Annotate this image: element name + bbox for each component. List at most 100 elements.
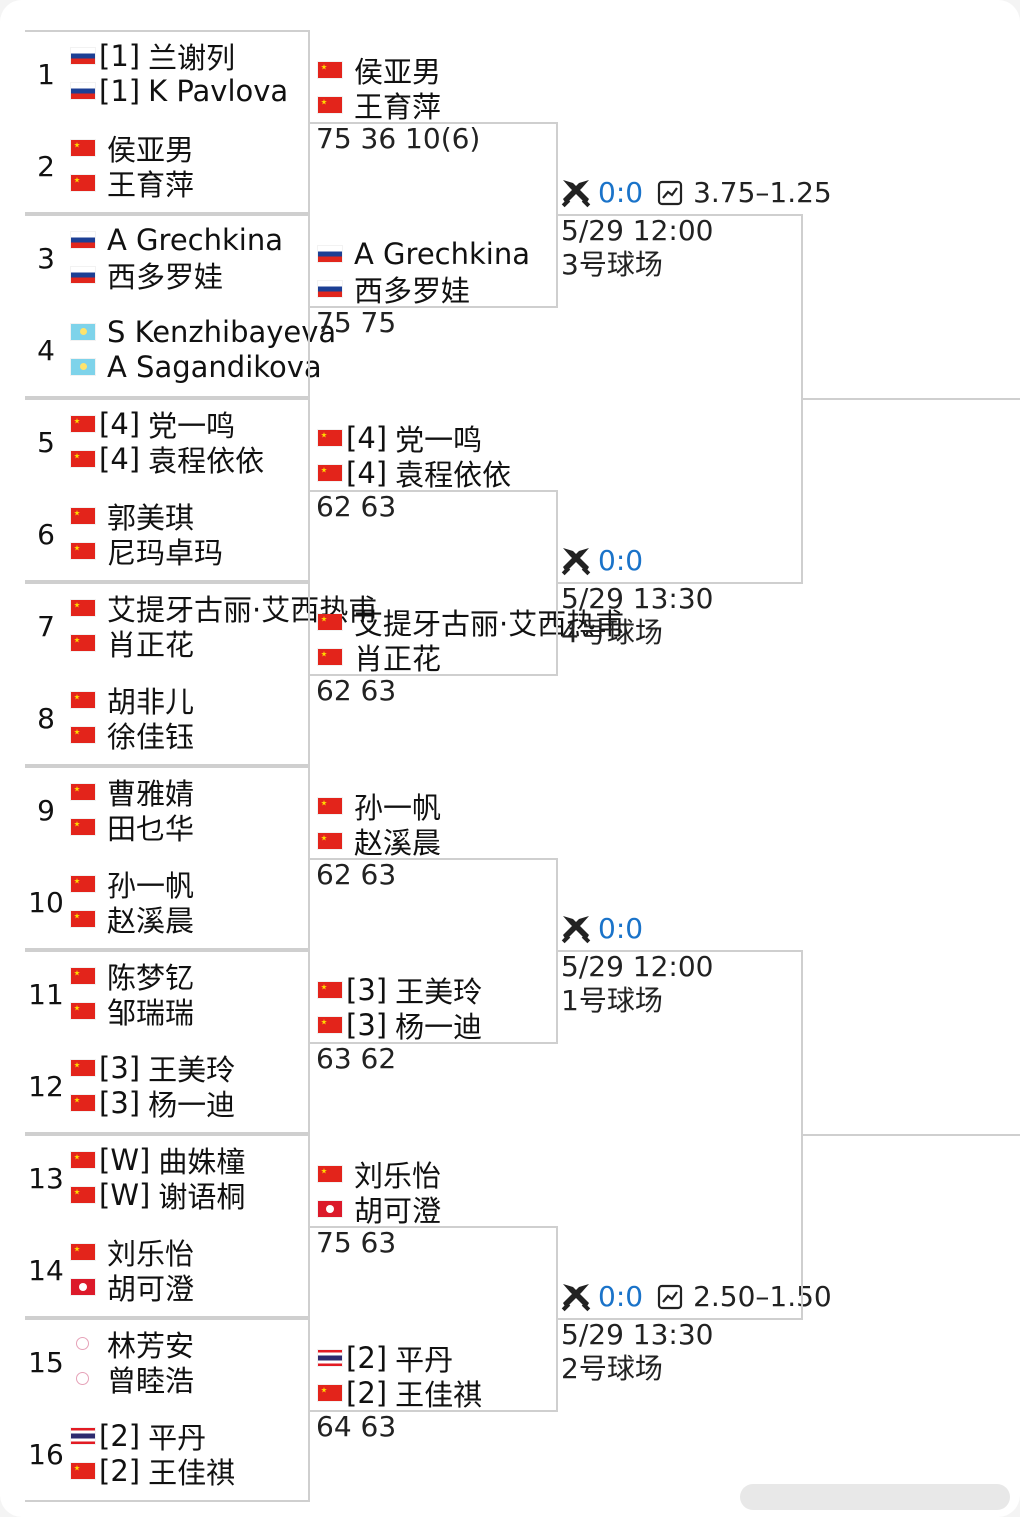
round1-player[interactable]: 田乜华 <box>71 810 194 846</box>
round2-player[interactable]: 胡可澄 <box>318 1192 441 1228</box>
round2-player[interactable]: A Grechkina <box>318 237 530 271</box>
player-name: 王育萍 <box>107 168 195 202</box>
round2-player[interactable]: 王育萍 <box>318 88 441 124</box>
round2-player[interactable]: [3]王美玲 <box>318 973 482 1009</box>
flag-cn-icon <box>318 614 342 630</box>
player-name: 尼玛卓玛 <box>107 536 224 570</box>
round1-player[interactable]: [4]袁程依依 <box>71 442 264 478</box>
player-name: 孙一帆 <box>107 869 195 903</box>
round1-player[interactable]: 曾睦浩 <box>71 1362 194 1398</box>
round2-player[interactable]: [2]平丹 <box>318 1341 453 1377</box>
round1-player[interactable]: 郭美琪 <box>71 499 194 535</box>
player-name: 西多罗娃 <box>107 260 224 294</box>
seed-label: [4] <box>346 421 388 455</box>
draw-number: 6 <box>37 518 55 551</box>
crossed-swords-icon <box>560 1281 592 1313</box>
round1-player[interactable]: A Grechkina <box>71 223 283 257</box>
round2-player[interactable]: 赵溪晨 <box>318 824 441 860</box>
flag-th-icon <box>71 1428 95 1444</box>
horizontal-scrollbar[interactable] <box>740 1484 1010 1510</box>
flag-tw-icon <box>71 1371 95 1387</box>
round1-player[interactable]: [2]平丹 <box>71 1419 206 1455</box>
flag-cn-icon <box>71 968 95 984</box>
round2-player[interactable]: [4]党一鸣 <box>318 421 482 457</box>
player-name: 王佳祺 <box>148 1456 236 1490</box>
round2-player[interactable]: 孙一帆 <box>318 789 441 825</box>
round1-player[interactable]: [4]党一鸣 <box>71 407 235 443</box>
r2-box-bottom <box>310 306 556 308</box>
round1-player[interactable]: 王育萍 <box>71 166 194 202</box>
round1-player[interactable]: 邹瑞瑞 <box>71 994 194 1030</box>
match-court: 1号球场 <box>561 984 663 1017</box>
round2-player[interactable]: 刘乐怡 <box>318 1157 441 1193</box>
round1-player[interactable]: 曹雅婧 <box>71 775 194 811</box>
draw-number: 9 <box>37 794 55 827</box>
round1-player[interactable]: [3]王美玲 <box>71 1051 235 1087</box>
round1-player[interactable]: [W]谢语桐 <box>71 1178 245 1214</box>
draw-number: 10 <box>28 886 64 919</box>
round1-player[interactable]: 刘乐怡 <box>71 1235 194 1271</box>
round1-player[interactable]: 陈梦钇 <box>71 959 194 995</box>
round2-player[interactable]: 肖正花 <box>318 640 441 676</box>
match-box-right <box>308 398 310 582</box>
r3-box-bottom <box>557 582 801 584</box>
player-name: A Sagandikova <box>107 350 322 384</box>
flag-cn-icon <box>71 451 95 467</box>
player-name: A Grechkina <box>107 223 283 257</box>
draw-number: 4 <box>37 334 55 367</box>
match-time: 5/29 12:00 <box>561 950 714 983</box>
round1-player[interactable]: [1]K Pavlova <box>71 74 288 108</box>
round1-player[interactable]: A Sagandikova <box>71 350 322 384</box>
r2-box-bottom <box>310 1410 556 1412</box>
match-box-bottom <box>25 948 308 950</box>
round1-player[interactable]: 林芳安 <box>71 1327 194 1363</box>
round1-player[interactable]: [W]曲姝橦 <box>71 1143 245 1179</box>
player-name: A Grechkina <box>354 237 530 271</box>
round2-player[interactable]: [2]王佳祺 <box>318 1376 482 1412</box>
round1-player[interactable]: 胡非儿 <box>71 683 194 719</box>
flag-ru-icon <box>71 232 95 248</box>
seed-label: [W] <box>99 1178 151 1212</box>
round1-player[interactable]: 徐佳钰 <box>71 718 194 754</box>
match-box-top <box>25 214 308 216</box>
round2-player[interactable]: [4]袁程依依 <box>318 456 511 492</box>
match-box-bottom <box>25 1316 308 1318</box>
match-odds-row[interactable]: 0:0 <box>560 912 657 945</box>
match-box-bottom <box>25 1132 308 1134</box>
round1-player[interactable]: 孙一帆 <box>71 867 194 903</box>
flag-cn-icon <box>318 430 342 446</box>
round2-player[interactable]: 西多罗娃 <box>318 272 470 308</box>
player-name: 王美玲 <box>395 975 483 1009</box>
draw-number: 1 <box>37 58 55 91</box>
flag-cn-icon <box>71 911 95 927</box>
draw-number: 15 <box>28 1346 64 1379</box>
round1-player[interactable]: [1]兰谢列 <box>71 39 235 75</box>
round1-player[interactable]: 西多罗娃 <box>71 258 223 294</box>
match-odds-row[interactable]: 0:0 <box>560 544 657 577</box>
player-name: K Pavlova <box>148 74 289 108</box>
round1-player[interactable]: 侯亚男 <box>71 131 194 167</box>
seed-label: [2] <box>346 1341 388 1375</box>
round1-player[interactable]: 胡可澄 <box>71 1270 194 1306</box>
round2-player[interactable]: 侯亚男 <box>318 53 441 89</box>
round1-player[interactable]: [2]王佳祺 <box>71 1454 235 1490</box>
round1-player[interactable]: 肖正花 <box>71 626 194 662</box>
round1-player[interactable]: 尼玛卓玛 <box>71 534 223 570</box>
match-box-top <box>25 582 308 584</box>
round2-player[interactable]: 艾提牙古丽·艾西热甫 <box>318 605 624 641</box>
round1-player[interactable]: [3]杨一迪 <box>71 1086 235 1122</box>
crossed-swords-icon <box>560 177 592 209</box>
round2-player[interactable]: [3]杨一迪 <box>318 1008 482 1044</box>
flag-cn-icon <box>71 819 95 835</box>
match-box-top <box>25 1134 308 1136</box>
flag-cn-icon <box>71 1060 95 1076</box>
match-score: 64 63 <box>316 1410 397 1443</box>
round1-player[interactable]: 赵溪晨 <box>71 902 194 938</box>
r3-box-top <box>557 950 801 952</box>
match-box-right <box>308 766 310 950</box>
round1-player[interactable]: S Kenzhibayeva <box>71 315 336 349</box>
